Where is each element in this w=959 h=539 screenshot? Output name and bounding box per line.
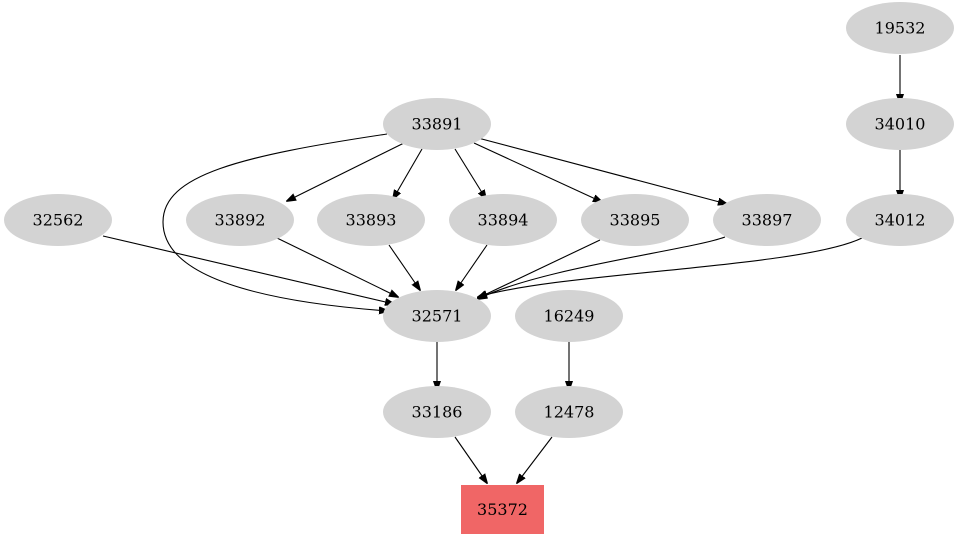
- edge-33891-32571: [162, 133, 388, 311]
- edge-12478-35372: [517, 436, 553, 483]
- node-label: 33893: [346, 211, 397, 230]
- edge-33891-33893: [393, 148, 423, 199]
- node-label: 33895: [610, 211, 661, 230]
- node-33895[interactable]: 33895: [581, 194, 689, 246]
- node-33893[interactable]: 33893: [317, 194, 425, 246]
- node-32571[interactable]: 32571: [383, 290, 491, 342]
- edge-33891-33895: [473, 142, 602, 202]
- node-33897[interactable]: 33897: [713, 194, 821, 246]
- node-label: 12478: [544, 403, 595, 422]
- node-label: 33186: [412, 403, 463, 422]
- nodes: 19532 34010 34012 33891 32562 33892 3389…: [4, 2, 954, 534]
- node-label: 32571: [412, 307, 463, 326]
- node-label: 16249: [544, 307, 595, 326]
- node-label: 32562: [33, 211, 84, 230]
- edge-33186-35372: [454, 436, 487, 483]
- edge-32562-32571: [102, 235, 394, 304]
- node-35372[interactable]: 35372: [461, 485, 544, 534]
- edge-34012-32571: [478, 237, 863, 297]
- node-label: 33892: [215, 211, 266, 230]
- edge-33897-32571: [478, 236, 726, 299]
- node-34010[interactable]: 34010: [846, 98, 954, 150]
- node-label: 33891: [412, 115, 463, 134]
- edge-33891-33894: [454, 148, 486, 199]
- node-34012[interactable]: 34012: [846, 194, 954, 246]
- node-16249[interactable]: 16249: [515, 290, 623, 342]
- node-32562[interactable]: 32562: [4, 194, 112, 246]
- edges: [102, 55, 900, 483]
- node-33894[interactable]: 33894: [449, 194, 557, 246]
- node-33891[interactable]: 33891: [383, 98, 491, 150]
- node-label: 34010: [875, 115, 926, 134]
- node-label: 33894: [478, 211, 529, 230]
- edge-33891-33892: [287, 142, 405, 201]
- node-19532[interactable]: 19532: [846, 2, 954, 54]
- edge-33892-32571: [276, 237, 398, 297]
- node-label: 33897: [742, 211, 793, 230]
- edge-33893-32571: [388, 244, 420, 290]
- node-label: 34012: [875, 211, 926, 230]
- node-label: 19532: [875, 19, 926, 38]
- edge-33891-33897: [477, 137, 727, 204]
- edge-33895-32571: [478, 239, 601, 298]
- edge-33894-32571: [456, 244, 488, 290]
- node-33186[interactable]: 33186: [383, 386, 491, 438]
- node-label: 35372: [477, 500, 528, 519]
- node-33892[interactable]: 33892: [186, 194, 294, 246]
- node-12478[interactable]: 12478: [515, 386, 623, 438]
